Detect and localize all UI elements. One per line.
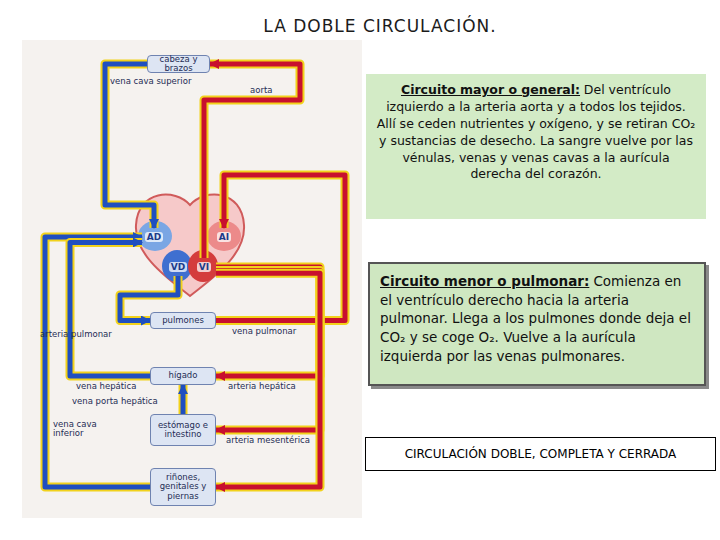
heart-chamber: VI <box>192 258 216 276</box>
vein-connector <box>70 242 150 376</box>
vein-connector <box>105 64 154 228</box>
organ-box: cabeza y brazos <box>147 55 210 73</box>
text-wrap: Circuito menor o pulmonar:Comienza en el… <box>380 272 694 365</box>
organ-box: riñones, genitales y piernas <box>150 468 216 506</box>
artery-connector <box>216 271 320 430</box>
artery-connector <box>216 273 320 487</box>
vessel-name: vena porta hepática <box>72 397 158 406</box>
box-heading: Circuito menor o pulmonar: <box>380 273 589 289</box>
text-box: Circuito mayor o general:Del ventrículo … <box>366 74 706 219</box>
vessel-outline <box>45 237 150 487</box>
vessel-outline <box>179 385 188 414</box>
box-heading: Circuito mayor o general: <box>401 82 580 97</box>
vessel-name: arteria hepática <box>228 382 296 391</box>
vessel-name: vena cava inferior <box>53 420 99 439</box>
text-wrap: Circuito mayor o general:Del ventrículo … <box>376 82 696 183</box>
vessel-outline <box>204 64 300 258</box>
box-text: VD <box>169 262 187 272</box>
vein-connector <box>183 385 184 414</box>
vessel-line <box>216 267 320 376</box>
vessel-name: arteria pulmonar <box>40 330 112 339</box>
vessel-line <box>216 273 320 487</box>
vessel-name: aorta <box>250 86 272 95</box>
vessel-line <box>70 242 150 376</box>
box-text: pulmones <box>162 316 204 325</box>
box-text: hígado <box>169 371 198 380</box>
box-text: estómago e intestino <box>153 421 213 440</box>
organ-box: estómago e intestino <box>150 414 216 446</box>
box-text: CIRCULACIÓN DOBLE, COMPLETA Y CERRADA <box>405 447 677 461</box>
vessel-line <box>45 237 150 487</box>
heart-chamber: VD <box>166 258 190 276</box>
vessel-outline <box>216 175 345 321</box>
text-box: Circuito menor o pulmonar:Comienza en el… <box>368 262 706 386</box>
organ-box: pulmones <box>150 312 216 329</box>
vessel-name: vena cava superior <box>110 77 191 86</box>
artery-connector <box>204 64 300 258</box>
vessel-outline <box>216 271 320 430</box>
artery-connector <box>216 267 320 376</box>
vessel-outline <box>216 267 320 376</box>
box-text: AD <box>145 232 163 242</box>
book-page <box>22 40 362 518</box>
box-text: AI <box>217 232 231 242</box>
vessel-outline <box>105 64 154 228</box>
box-text: riñones, genitales y piernas <box>153 473 213 501</box>
text-box: CIRCULACIÓN DOBLE, COMPLETA Y CERRADA <box>365 437 716 471</box>
vessel-name: vena pulmonar <box>232 327 296 336</box>
box-text: VI <box>197 262 211 272</box>
box-text: cabeza y brazos <box>150 55 207 74</box>
vessel-line <box>181 385 186 414</box>
organ-box: hígado <box>150 367 216 385</box>
heart-chamber: AI <box>212 228 236 246</box>
vessel-outline <box>70 242 150 376</box>
vessel-line <box>105 64 154 228</box>
heart-chamber: AD <box>142 228 166 246</box>
artery-connector <box>216 175 345 321</box>
vessel-line <box>216 175 345 321</box>
vessel-name: arteria mesentérica <box>226 436 310 445</box>
vessel-outline <box>216 273 320 487</box>
vessel-line <box>204 64 300 258</box>
vessel-name: vena hepática <box>76 382 136 391</box>
vein-connector <box>45 237 150 487</box>
vessel-line <box>216 271 320 430</box>
page-title: LA DOBLE CIRCULACIÓN. <box>180 16 580 36</box>
